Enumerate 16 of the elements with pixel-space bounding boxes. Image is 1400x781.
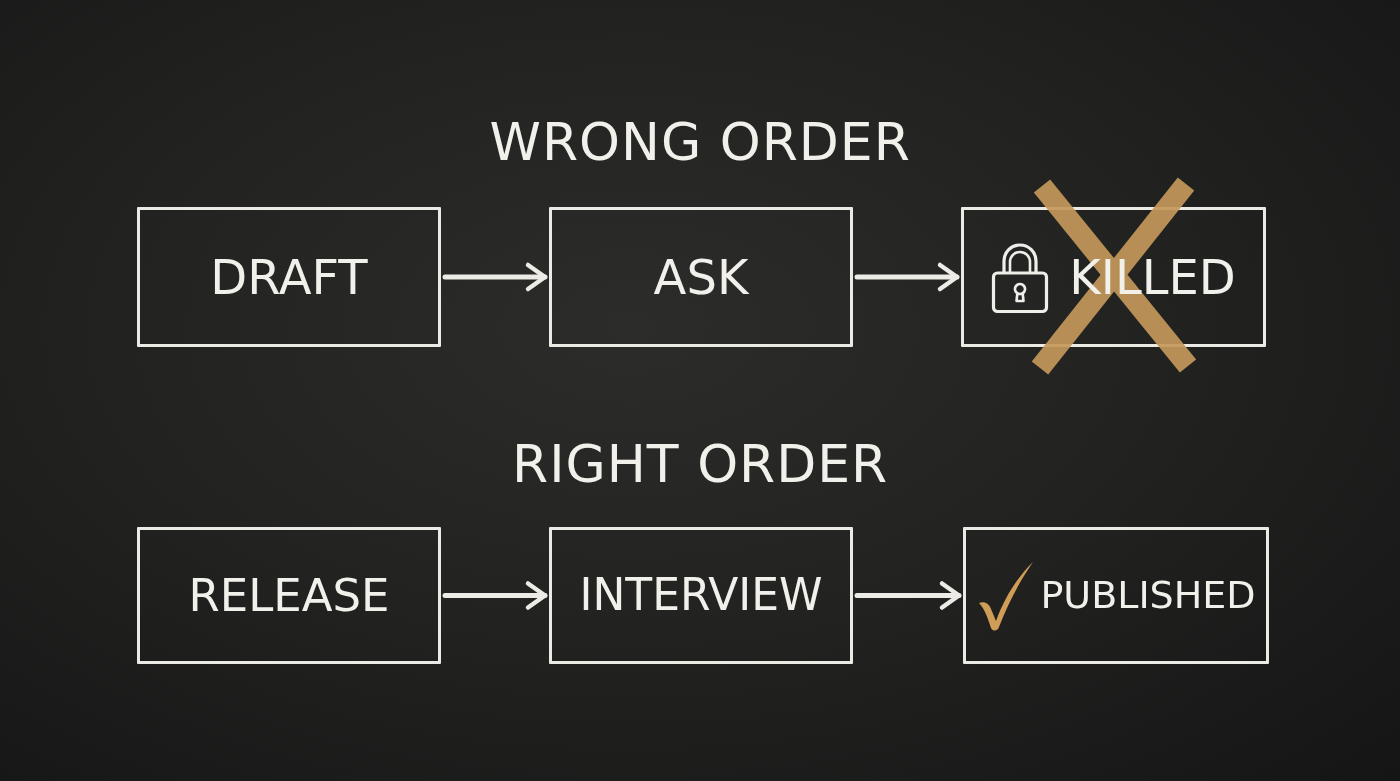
process-box [549,207,853,347]
node-label: ASK [653,250,749,304]
arrow [854,581,962,610]
process-box [137,527,441,664]
node-label: PUBLISHED [1040,574,1256,617]
node-label: INTERVIEW [579,571,823,620]
arrow [854,262,960,292]
node-label: DRAFT [210,250,368,304]
section-heading: RIGHT ORDER [512,436,889,494]
process-box [963,527,1269,664]
section-heading: WRONG ORDER [489,114,911,172]
arrow [442,581,548,610]
arrow [442,262,548,292]
process-box [137,207,441,347]
node-label: RELEASE [188,570,390,621]
process-box [549,527,853,664]
